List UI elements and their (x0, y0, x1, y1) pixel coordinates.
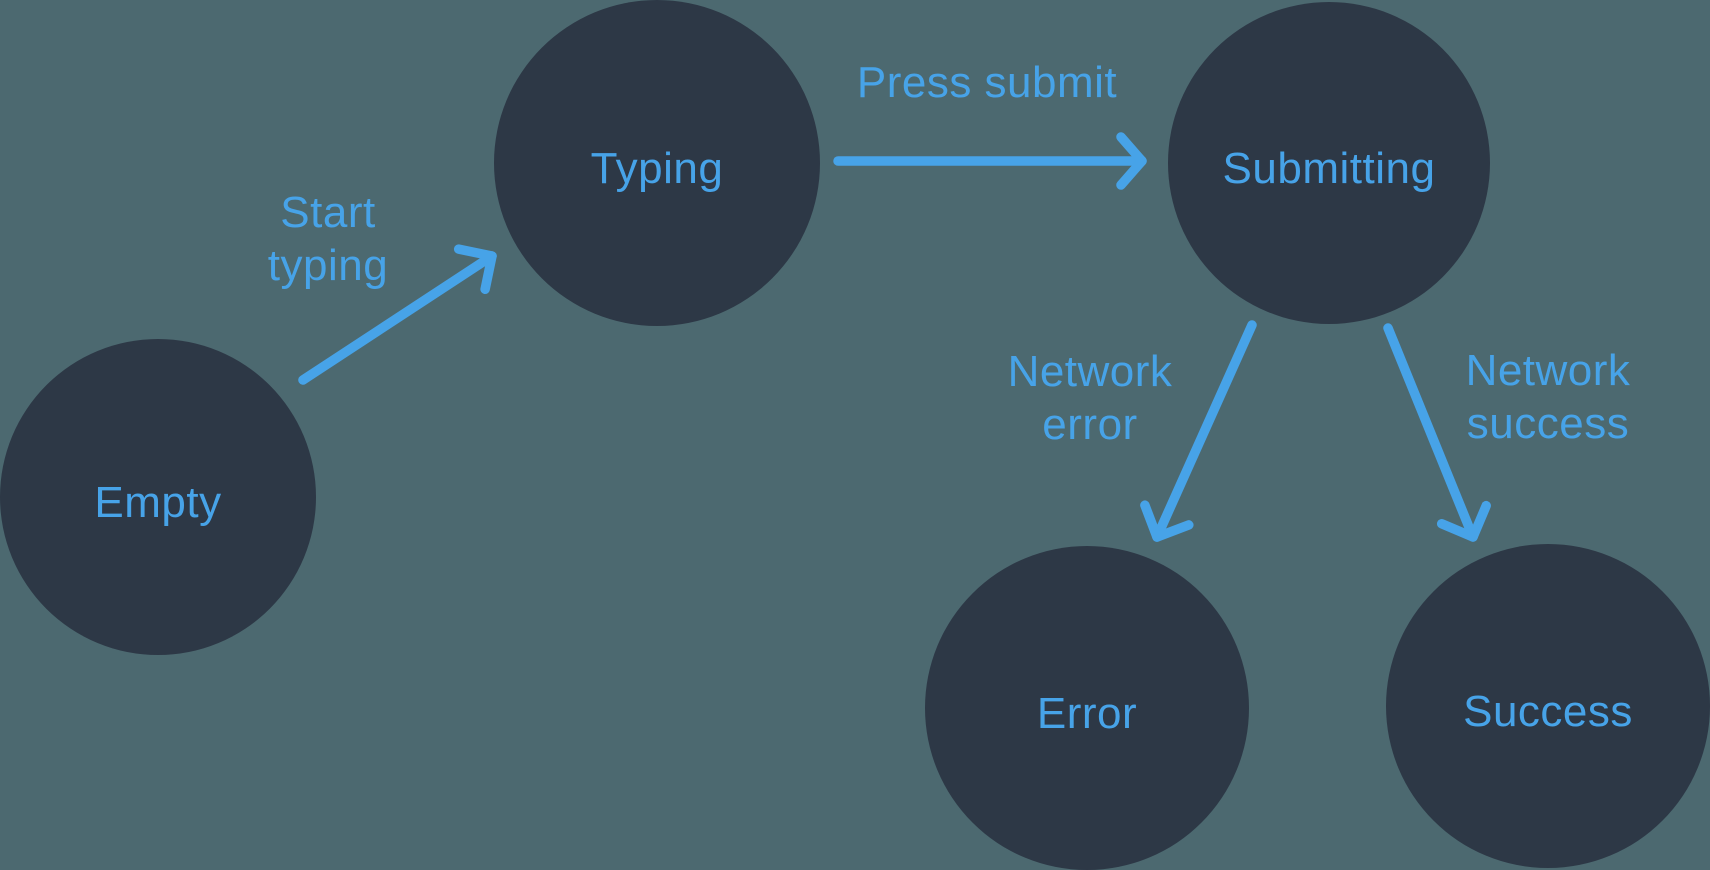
node-label: Typing (590, 144, 724, 193)
node-label: Success (1463, 687, 1633, 736)
arrow-head-icon (453, 244, 497, 295)
arrow-head-icon (1140, 500, 1194, 542)
state-node-error: Error (925, 546, 1249, 870)
edge-label-network-success: Network success (1465, 346, 1631, 448)
edge-label-press-submit: Press submit (856, 58, 1118, 107)
edge-label-network-error: Network error (1007, 347, 1173, 449)
arrow-head-icon (1436, 500, 1491, 542)
arrow-head-icon (1116, 132, 1147, 190)
node-label: Empty (94, 478, 222, 527)
node-label: Submitting (1222, 144, 1436, 193)
state-node-typing: Typing (494, 0, 820, 326)
arrow-network-error (1140, 320, 1257, 542)
state-node-empty: Empty (0, 339, 316, 655)
edge-label-start-typing: Start typing (267, 188, 389, 290)
arrow-shaft (1383, 323, 1478, 542)
arrow-press-submit (833, 132, 1147, 190)
arrow-start-typing (298, 244, 497, 385)
arrow-shaft (298, 251, 497, 385)
state-node-success: Success (1386, 544, 1710, 868)
arrow-network-success (1383, 323, 1491, 542)
arrow-shaft (1152, 320, 1257, 542)
node-label: Error (1036, 689, 1138, 738)
state-node-submitting: Submitting (1168, 2, 1490, 324)
